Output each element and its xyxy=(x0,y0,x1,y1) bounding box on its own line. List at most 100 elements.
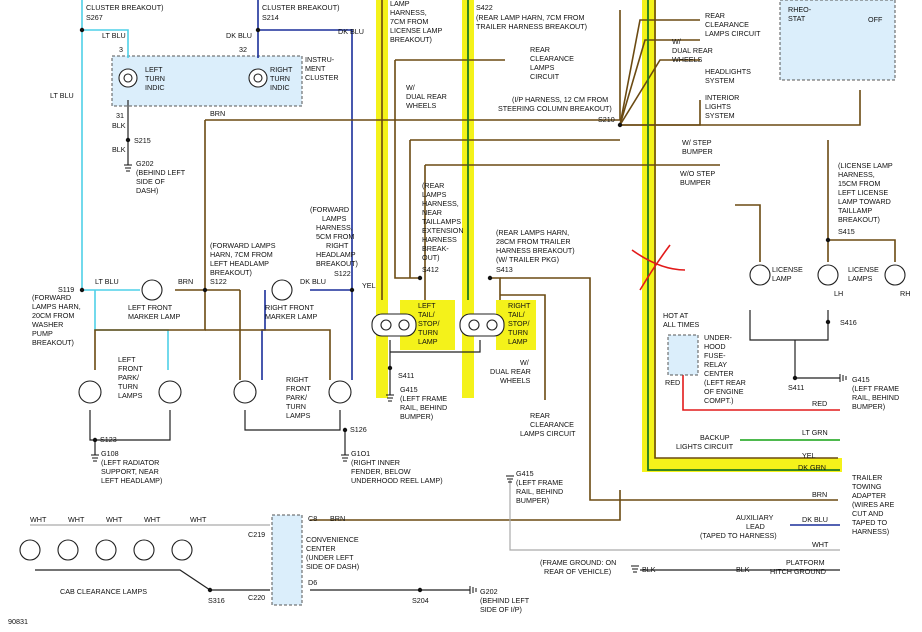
label-s122b: S122 xyxy=(334,269,351,278)
label-wht-cab-2: WHT xyxy=(68,515,85,524)
wire-red-fuse xyxy=(682,375,840,411)
label-headlights-0: HEADLIGHTS xyxy=(705,67,751,76)
label-s122a-desc-2: LEFT HEADLAMP xyxy=(210,259,269,268)
wire-brn-interior xyxy=(620,100,701,126)
label-s122a-desc-1: HARN, 7CM FROM xyxy=(210,250,273,259)
label-rh: RH xyxy=(900,289,910,298)
label-g415-desc-2: BUMPER) xyxy=(400,412,433,421)
label-w-step-1: BUMPER xyxy=(682,147,713,156)
label-g202: G202 xyxy=(136,159,154,168)
instrument-cluster-box xyxy=(111,55,303,107)
wire-blk-left-park-gnd xyxy=(89,410,171,441)
label-rear-clear-b-1: CLEARANCE xyxy=(530,420,574,429)
label-s119-desc-2: 20CM FROM xyxy=(32,311,74,320)
label-hot-1: ALL TIMES xyxy=(663,320,700,329)
label-red-right: RED xyxy=(812,399,827,408)
license-lamp-single xyxy=(749,264,771,286)
wire-brn-dual-rear xyxy=(394,60,420,279)
label-wht-cab-3: WHT xyxy=(106,515,123,524)
label-g415c-desc-2: BUMPER) xyxy=(516,496,549,505)
wire-brn-rear-clear-b xyxy=(500,294,546,400)
label-s413-desc-2: HARNESS BREAKOUT) xyxy=(496,246,575,255)
label-left-indic-1: TURN xyxy=(145,74,165,83)
label-dual-top-2: WHEELS xyxy=(672,55,703,64)
label-right-park-2: PARK/ xyxy=(286,393,307,402)
label-g415-mid: G415 xyxy=(516,469,534,478)
label-fuse-0: UNDER- xyxy=(704,333,733,342)
label-rear-clear-b-2: LAMPS CIRCUIT xyxy=(520,429,576,438)
label-s411: S411 xyxy=(398,371,414,380)
label-trailer-3: (WIRES ARE xyxy=(852,500,895,509)
label-s416: S416 xyxy=(840,318,857,327)
label-cluster-title-2: CLUSTER xyxy=(305,73,339,82)
convenience-center-box xyxy=(271,514,303,606)
label-wht-cab-5: WHT xyxy=(190,515,207,524)
label-s126: S126 xyxy=(350,425,367,434)
label-g101: G1O1 xyxy=(351,449,370,458)
label-g415b-desc-0: (LEFT FRAME xyxy=(852,384,899,393)
label-s122b-desc-6: BREAKOUT) xyxy=(316,259,358,268)
label-pin-31: 31 xyxy=(116,111,124,120)
label-rear-clear-b-0: REAR xyxy=(530,411,550,420)
label-license-desc-4: LAMP TOWARD xyxy=(838,197,891,206)
label-right-park-1: FRONT xyxy=(286,384,311,393)
right-front-marker-lamp xyxy=(271,279,293,301)
label-trailer-5: TAPED TO xyxy=(852,518,888,527)
label-left-park-1: FRONT xyxy=(118,364,143,373)
wire-brn-license-rh xyxy=(828,239,896,262)
label-s210: S210 xyxy=(598,115,615,124)
label-backup-0: BACKUP xyxy=(700,433,730,442)
wire-blk-cab-gnd xyxy=(35,569,211,591)
label-w-step-0: W/ STEP xyxy=(682,138,712,147)
label-pin-32: 32 xyxy=(239,45,247,54)
label-s412-desc-8: OUT) xyxy=(422,253,440,262)
label-cluster-title-0: INSTRU- xyxy=(305,55,335,64)
label-s412-desc-3: NEAR xyxy=(422,208,442,217)
label-dk-blu-top: DK BLU xyxy=(338,27,364,36)
label-brn-front-a: BRN xyxy=(178,277,193,286)
figure-id: 90831 xyxy=(8,617,28,626)
label-s412-desc-0: (REAR xyxy=(422,181,444,190)
label-right-indic-2: INDIC xyxy=(270,83,290,92)
label-fuse-2: FUSE- xyxy=(704,351,726,360)
label-license-lamps-0: LICENSE xyxy=(848,265,879,274)
label-cluster-blk-b: BLK xyxy=(112,145,126,154)
label-rheostat-0: RHEO- xyxy=(788,5,812,14)
label-s413-desc-1: 28CM FROM TRAILER xyxy=(496,237,571,246)
label-g101-desc-1: FENDER, BELOW xyxy=(351,467,411,476)
label-s267: S267 xyxy=(86,13,103,22)
label-dual-b-0: W/ xyxy=(520,358,529,367)
label-s412-desc-6: HARNESS xyxy=(422,235,457,244)
label-rheostat-1: STAT xyxy=(788,14,806,23)
label-g108-desc-0: (LEFT RADIATOR xyxy=(101,458,159,467)
label-dual-top-1: DUAL REAR xyxy=(672,46,713,55)
label-headlights-1: SYSTEM xyxy=(705,76,735,85)
label-left-park-4: LAMPS xyxy=(118,391,143,400)
label-license-desc-5: TAILLAMP xyxy=(838,206,872,215)
label-backup-1: LIGHTS CIRCUIT xyxy=(676,442,734,451)
label-g202-desc-1: SIDE OF xyxy=(136,177,165,186)
label-g202b: G202 xyxy=(480,587,498,596)
label-frame-ground-0: (FRAME GROUND: ON xyxy=(540,558,616,567)
label-cluster-breakout-b: CLUSTER BREAKOUT) xyxy=(262,3,339,12)
label-s412-desc-2: HARNESS, xyxy=(422,199,459,208)
label-convenience-2: (UNDER LEFT xyxy=(306,553,354,562)
label-s412-desc-7: BREAK- xyxy=(422,244,449,253)
wire-brn-right-park-b xyxy=(205,329,331,380)
label-g415-desc-1: RAIL, BEHIND xyxy=(400,403,447,412)
label-right-marker-1: MARKER LAMP xyxy=(265,312,318,321)
label-license-lamps-1: LAMPS xyxy=(848,274,873,283)
label-s123: S123 xyxy=(100,435,117,444)
label-rear-clear-a-2: LAMPS xyxy=(530,63,555,72)
label-frame-ground-1: REAR OF VEHICLE) xyxy=(544,567,611,576)
highlight-bottom-yellow xyxy=(642,458,842,472)
label-brn-c8: BRN xyxy=(330,514,345,523)
label-blk-platform-a: BLK xyxy=(642,565,656,574)
left-turn-indicator-lamp xyxy=(118,68,138,88)
label-s412: S412 xyxy=(422,265,439,274)
label-license-desc-6: BREAKOUT) xyxy=(838,215,880,224)
label-rear-clear-a-3: CIRCUIT xyxy=(530,72,560,81)
label-c220: C220 xyxy=(248,593,265,602)
label-interior-0: INTERIOR xyxy=(705,93,739,102)
wire-blk-right-park-gnd xyxy=(244,410,341,431)
